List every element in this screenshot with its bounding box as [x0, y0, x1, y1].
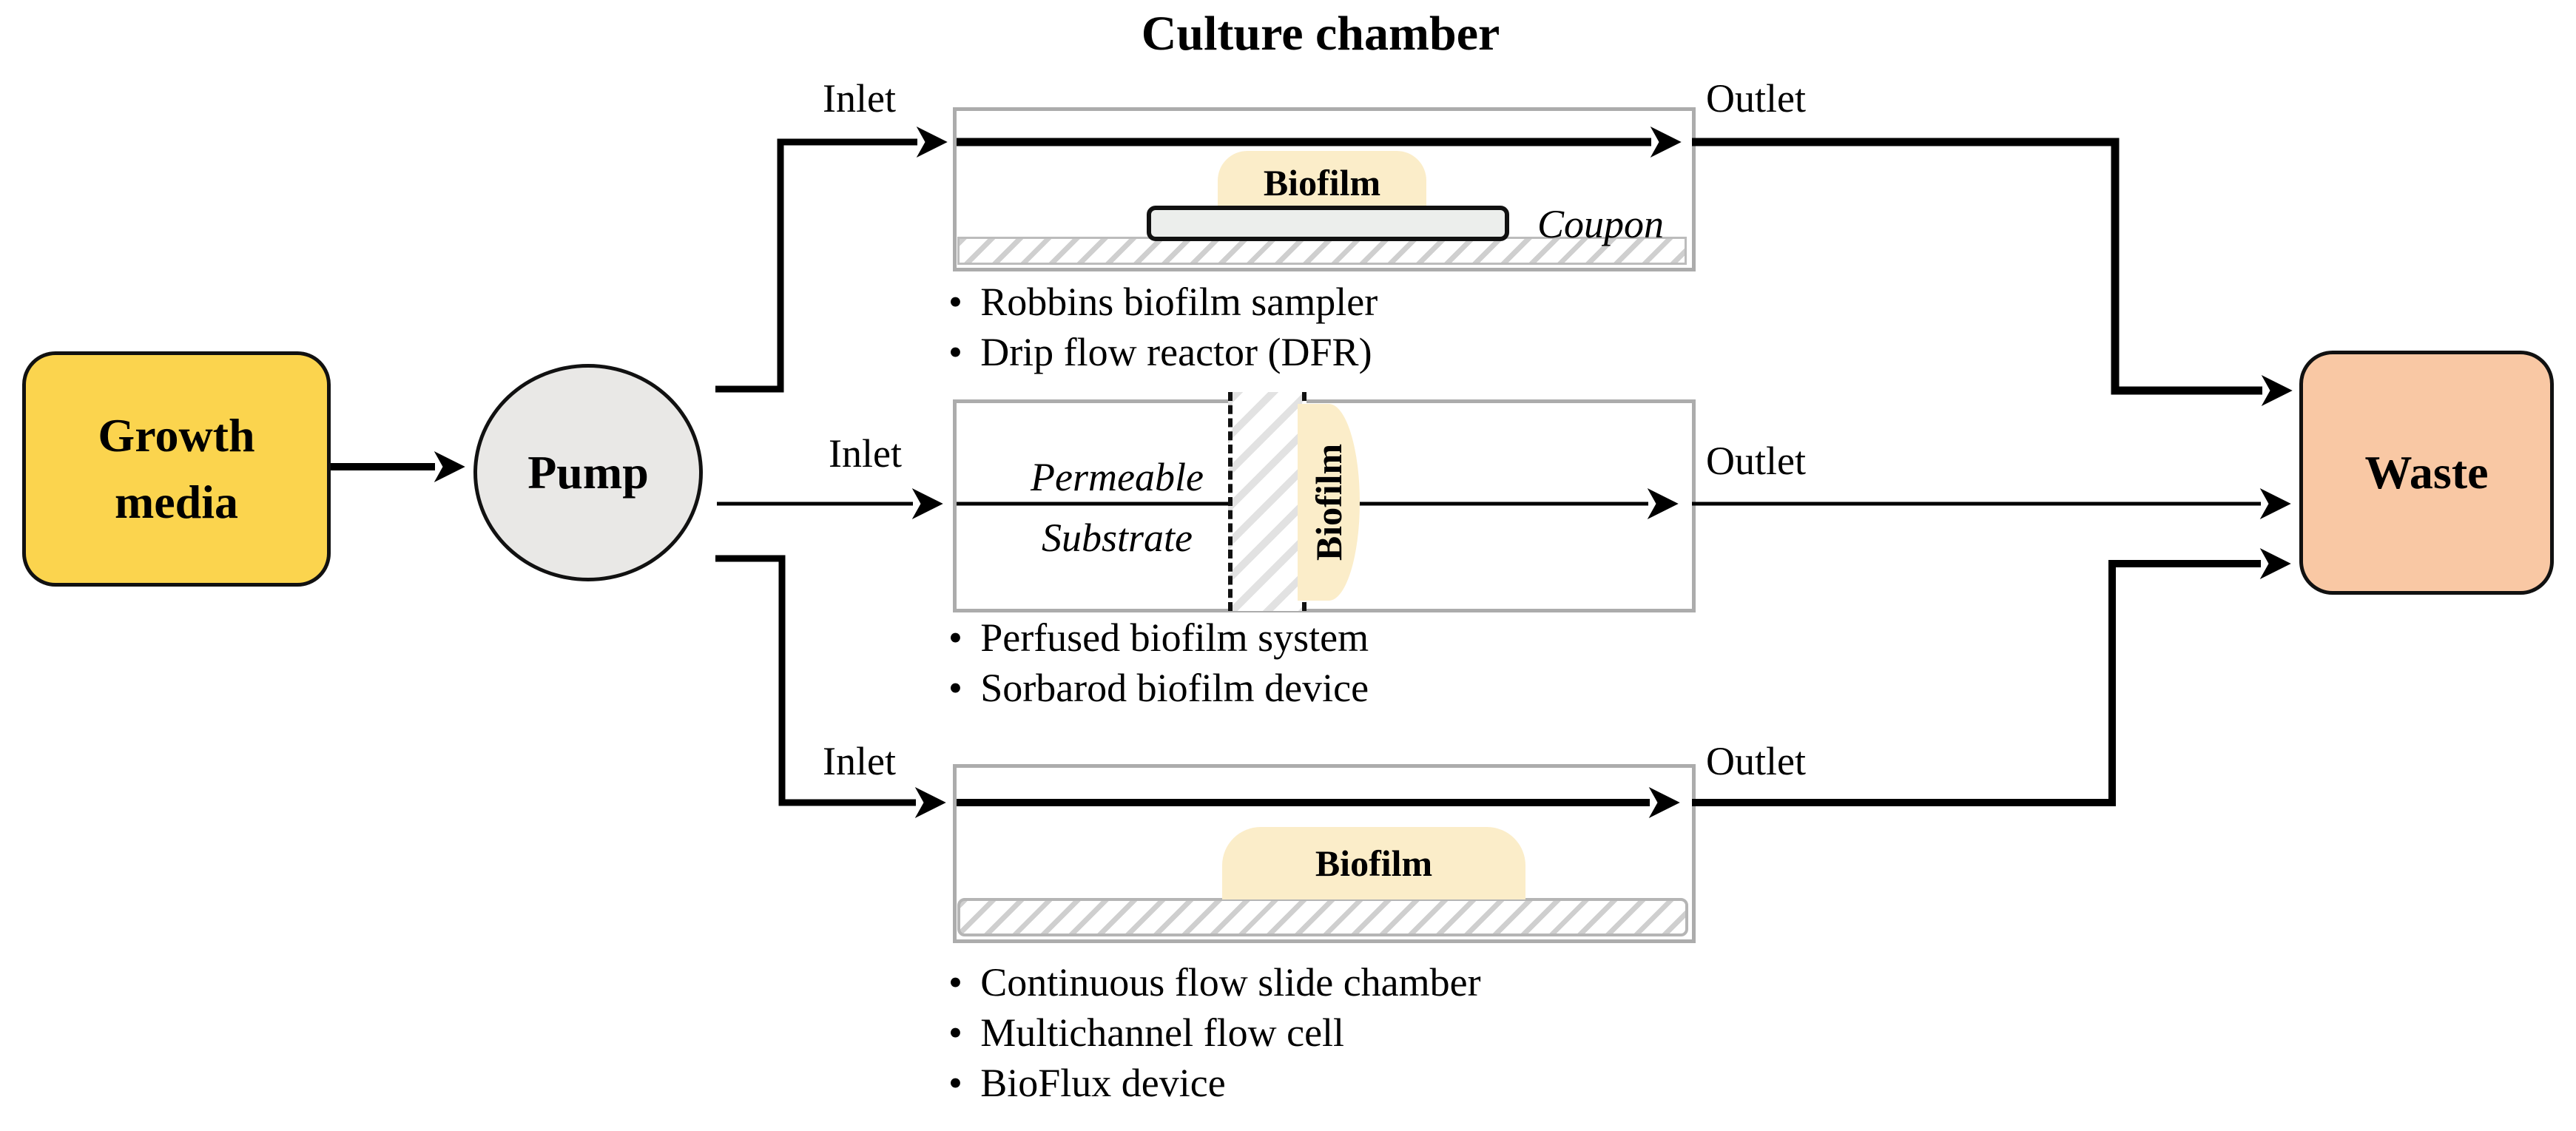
top-biofilm-blob: Biofilm: [1218, 151, 1426, 215]
pump-circle: Pump: [473, 364, 703, 581]
list-item: Drip flow reactor (DFR): [948, 327, 1378, 377]
mid-biofilm-blob: Biofilm: [1298, 404, 1360, 601]
arrow-top-outlet-to-waste: [1692, 138, 2293, 406]
growth-media-label: Growth media: [98, 409, 255, 528]
bottom-biofilm-label: Biofilm: [1315, 843, 1433, 884]
list-item: Sorbarod biofilm device: [948, 663, 1369, 713]
top-biofilm-label: Biofilm: [1263, 162, 1381, 203]
list-item: BioFlux device: [948, 1058, 1481, 1108]
bottom-inlet-label: Inlet: [823, 739, 896, 783]
mid-biofilm-label: Biofilm: [1308, 443, 1350, 561]
permeable-substrate-label: Permeable Substrate: [1031, 455, 1204, 560]
list-item: Multichannel flow cell: [948, 1007, 1481, 1058]
arrow-pump-to-bottom-inlet: [715, 555, 946, 818]
list-item: Robbins biofilm sampler: [948, 277, 1378, 327]
top-inlet-label: Inlet: [823, 76, 896, 121]
arrow-bottom-outlet-to-waste: [1692, 548, 2291, 806]
diagram-title: Culture chamber: [1141, 7, 1500, 61]
waste-box: Waste: [2299, 351, 2554, 595]
coupon-label: Coupon: [1537, 202, 1665, 246]
pump-label: Pump: [527, 446, 649, 499]
mid-outlet-label: Outlet: [1706, 439, 1806, 483]
bottom-outlet-label: Outlet: [1706, 739, 1806, 783]
growth-media-box: Growth media: [22, 351, 331, 587]
waste-label: Waste: [2364, 446, 2489, 499]
bottom-device-list: Continuous flow slide chamber Multichann…: [948, 957, 1481, 1108]
arrow-pump-to-top-inlet: [715, 126, 948, 393]
mid-inlet-label: Inlet: [829, 431, 902, 476]
top-outlet-label: Outlet: [1706, 76, 1806, 121]
top-device-list: Robbins biofilm sampler Drip flow reacto…: [948, 277, 1378, 377]
bottom-chamber-substratum-hatch: [957, 898, 1688, 936]
mid-device-list: Perfused biofilm system Sorbarod biofilm…: [948, 612, 1369, 713]
list-item: Continuous flow slide chamber: [948, 957, 1480, 1007]
bottom-biofilm-blob: Biofilm: [1222, 827, 1525, 899]
coupon-slab: [1147, 206, 1509, 241]
list-item: Perfused biofilm system: [948, 612, 1369, 663]
